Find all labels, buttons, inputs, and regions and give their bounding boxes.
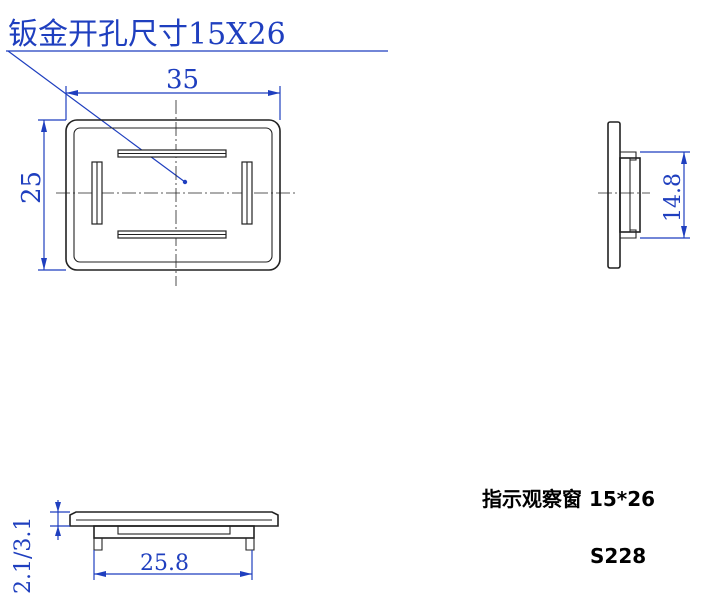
bottom-view: 25.8 2.1/3.1 (11, 500, 279, 594)
side-height-arrow-bottom (681, 226, 687, 238)
bottom-clip-left (93, 538, 103, 551)
bottom-width-label: 25.8 (140, 551, 189, 576)
front-height-arrow-top (41, 120, 47, 132)
bottom-clip-right (245, 538, 255, 551)
front-width-label: 35 (166, 65, 199, 95)
bottom-flange (69, 511, 279, 527)
bottom-thickness-arrow-bottom (55, 526, 61, 536)
title-text: 钣金开孔尺寸15X26 (8, 17, 286, 52)
front-height-label: 25 (17, 171, 47, 204)
note-group: 指示观察窗 15*26 S228 (482, 487, 655, 568)
front-outer-outline (65, 119, 281, 271)
title-group: 钣金开孔尺寸15X26 (6, 17, 388, 185)
side-clip-top (620, 151, 637, 161)
bottom-width-arrow-left (94, 571, 106, 577)
side-flange (607, 121, 621, 269)
bottom-thickness-label: 2.1/3.1 (11, 517, 36, 594)
side-height-arrow-top (681, 152, 687, 164)
front-width-arrow-right (268, 90, 280, 96)
bottom-thickness-arrow-top (55, 502, 61, 512)
note-description: 指示观察窗 15*26 (482, 487, 655, 511)
front-inner-outline (73, 127, 273, 263)
front-height-arrow-bottom (41, 258, 47, 270)
bottom-window (117, 525, 231, 535)
leader-dot (182, 179, 188, 185)
front-view: 35 25 (17, 65, 296, 286)
bottom-width-arrow-right (240, 571, 252, 577)
front-width-arrow-left (66, 90, 78, 96)
side-clip-bottom (620, 229, 637, 239)
side-view: 14.8 (598, 121, 690, 269)
title-leader-line (7, 50, 186, 183)
side-height-label: 14.8 (661, 173, 686, 222)
note-part-number: S228 (590, 544, 646, 568)
